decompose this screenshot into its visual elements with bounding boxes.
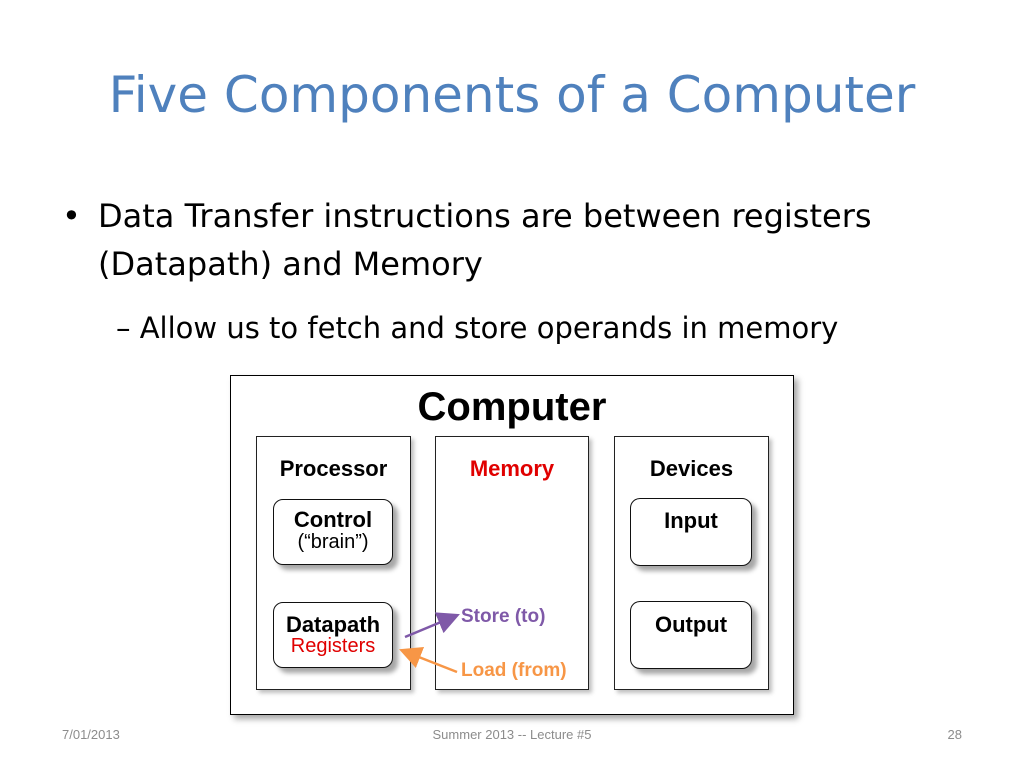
input-box: Input	[630, 498, 752, 566]
load-label: Load (from)	[461, 660, 567, 681]
footer-date: 7/01/2013	[62, 727, 120, 742]
control-box: Control (“brain”)	[273, 499, 393, 565]
bullet-text: Data Transfer instructions are between r…	[98, 197, 872, 283]
memory-frame	[435, 436, 589, 690]
output-box: Output	[630, 601, 752, 669]
processor-label: Processor	[279, 456, 388, 481]
input-label: Input	[664, 508, 718, 533]
store-label: Store (to)	[461, 606, 546, 627]
datapath-title: Datapath	[285, 612, 381, 637]
memory-label: Memory	[469, 456, 555, 481]
computer-title: Computer	[417, 385, 607, 429]
control-title: Control	[293, 507, 373, 532]
store-arrow	[404, 612, 460, 639]
registers-label: Registers	[290, 635, 376, 657]
control-subtitle: (“brain”)	[297, 531, 369, 553]
sub-bullet-item: – Allow us to fetch and store operands i…	[116, 306, 838, 350]
output-label: Output	[654, 612, 728, 637]
bullet-marker: •	[62, 197, 81, 235]
slide-title: Five Components of a Computer	[108, 66, 916, 124]
devices-label: Devices	[649, 456, 734, 481]
datapath-box: Datapath Registers	[273, 602, 393, 668]
sub-bullet-marker: –	[116, 311, 131, 345]
footer-course: Summer 2013 -- Lecture #5	[432, 727, 592, 742]
load-arrow	[399, 647, 458, 674]
footer-page-number: 28	[947, 727, 962, 742]
sub-bullet-text: Allow us to fetch and store operands in …	[139, 311, 839, 345]
